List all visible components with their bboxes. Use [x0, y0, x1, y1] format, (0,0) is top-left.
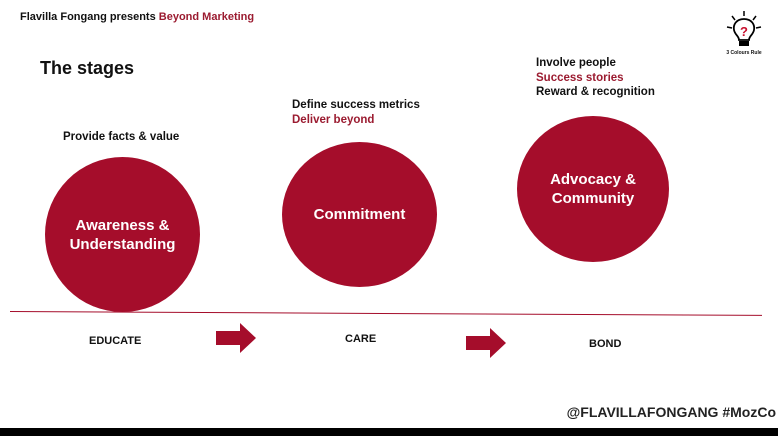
baseline-divider [9, 311, 762, 316]
note-line: Define success metrics [292, 99, 420, 111]
logo: ? 3 Colours Rule [720, 8, 768, 60]
note-line-accent: Deliver beyond [292, 113, 375, 126]
note-line: Reward & recognition [536, 86, 655, 98]
stage-label-educate: EDUCATE [89, 335, 142, 347]
arrow-right-icon [216, 323, 256, 353]
note-line: Provide facts & value [63, 131, 180, 143]
stage-circle-awareness: Awareness & Understanding [45, 157, 200, 312]
stage-circle-advocacy: Advocacy & Community [517, 116, 669, 262]
presenter-name: Flavilla Fongang presents [20, 11, 159, 23]
svg-text:?: ? [740, 24, 748, 39]
lightbulb-icon: ? [726, 11, 762, 46]
note-line-accent: Success stories [536, 71, 624, 84]
stage-circle-label: Commitment [313, 206, 406, 223]
stage-circle-label: Advocacy & Community [550, 171, 636, 207]
stage-circle-commitment: Commitment [282, 142, 437, 287]
note-line: Involve people [536, 57, 616, 69]
stage-notes-care: Define success metrics Deliver beyond [292, 98, 420, 127]
brand-name: Beyond Marketing [158, 11, 255, 23]
stage-notes-bond: Involve people Success stories Reward & … [536, 56, 655, 100]
arrow-right-icon [466, 328, 506, 358]
stage-label-care: CARE [345, 333, 377, 345]
presenter-header: Flavilla Fongang presents Beyond Marketi… [20, 11, 254, 23]
stage-notes-educate: Provide facts & value [63, 130, 179, 145]
stage-circle-label: Awareness & Understanding [69, 216, 176, 253]
page-title: The stages [40, 58, 135, 78]
stage-label-bond: BOND [589, 338, 622, 350]
footer-handle: @FLAVILLAFONGANG #MozCo [566, 404, 776, 420]
logo-caption: 3 Colours Rule [726, 50, 762, 56]
bottom-bar [0, 428, 778, 436]
